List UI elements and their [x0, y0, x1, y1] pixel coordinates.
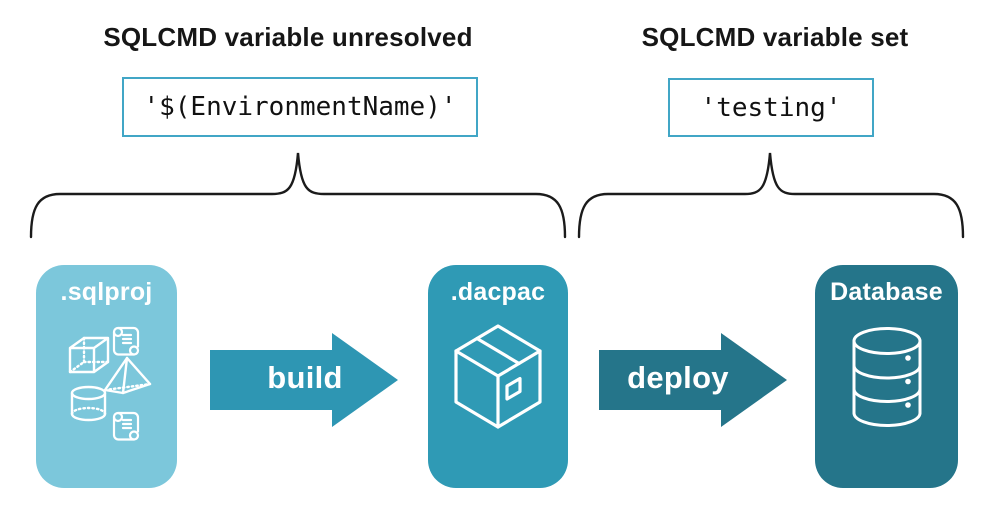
unresolved-variable-value: '$(EnvironmentName)': [143, 92, 457, 122]
left-section-title: SQLCMD variable unresolved: [103, 22, 473, 52]
sqlproj-label: .sqlproj: [60, 278, 153, 306]
database-icon: [852, 327, 922, 427]
unresolved-variable-box: '$(EnvironmentName)': [122, 77, 478, 137]
set-variable-value: 'testing': [700, 92, 842, 123]
deploy-arrow-shape: [599, 333, 787, 427]
pyramid-icon: [103, 356, 152, 395]
package-icon: [454, 324, 542, 429]
left-brace: [29, 152, 567, 239]
cube-icon: [68, 336, 110, 374]
sql-objects-icon: [68, 326, 152, 441]
deploy-label: deploy: [627, 360, 729, 395]
build-arrow: [210, 333, 398, 427]
deploy-arrow: [599, 333, 787, 427]
dacpac-node: .dacpac: [428, 265, 568, 488]
script-icon: [112, 411, 140, 441]
cylinder-icon: [70, 385, 107, 422]
script-icon: [112, 326, 140, 356]
right-brace: [577, 152, 965, 239]
right-section-title: SQLCMD variable set: [641, 22, 909, 52]
build-label: build: [267, 360, 343, 395]
build-arrow-shape: [210, 333, 398, 427]
set-variable-box: 'testing': [668, 78, 874, 137]
dacpac-label: .dacpac: [450, 278, 546, 306]
sqlproj-node: .sqlproj: [36, 265, 177, 488]
database-label: Database: [830, 278, 943, 306]
database-node: Database: [815, 265, 958, 488]
